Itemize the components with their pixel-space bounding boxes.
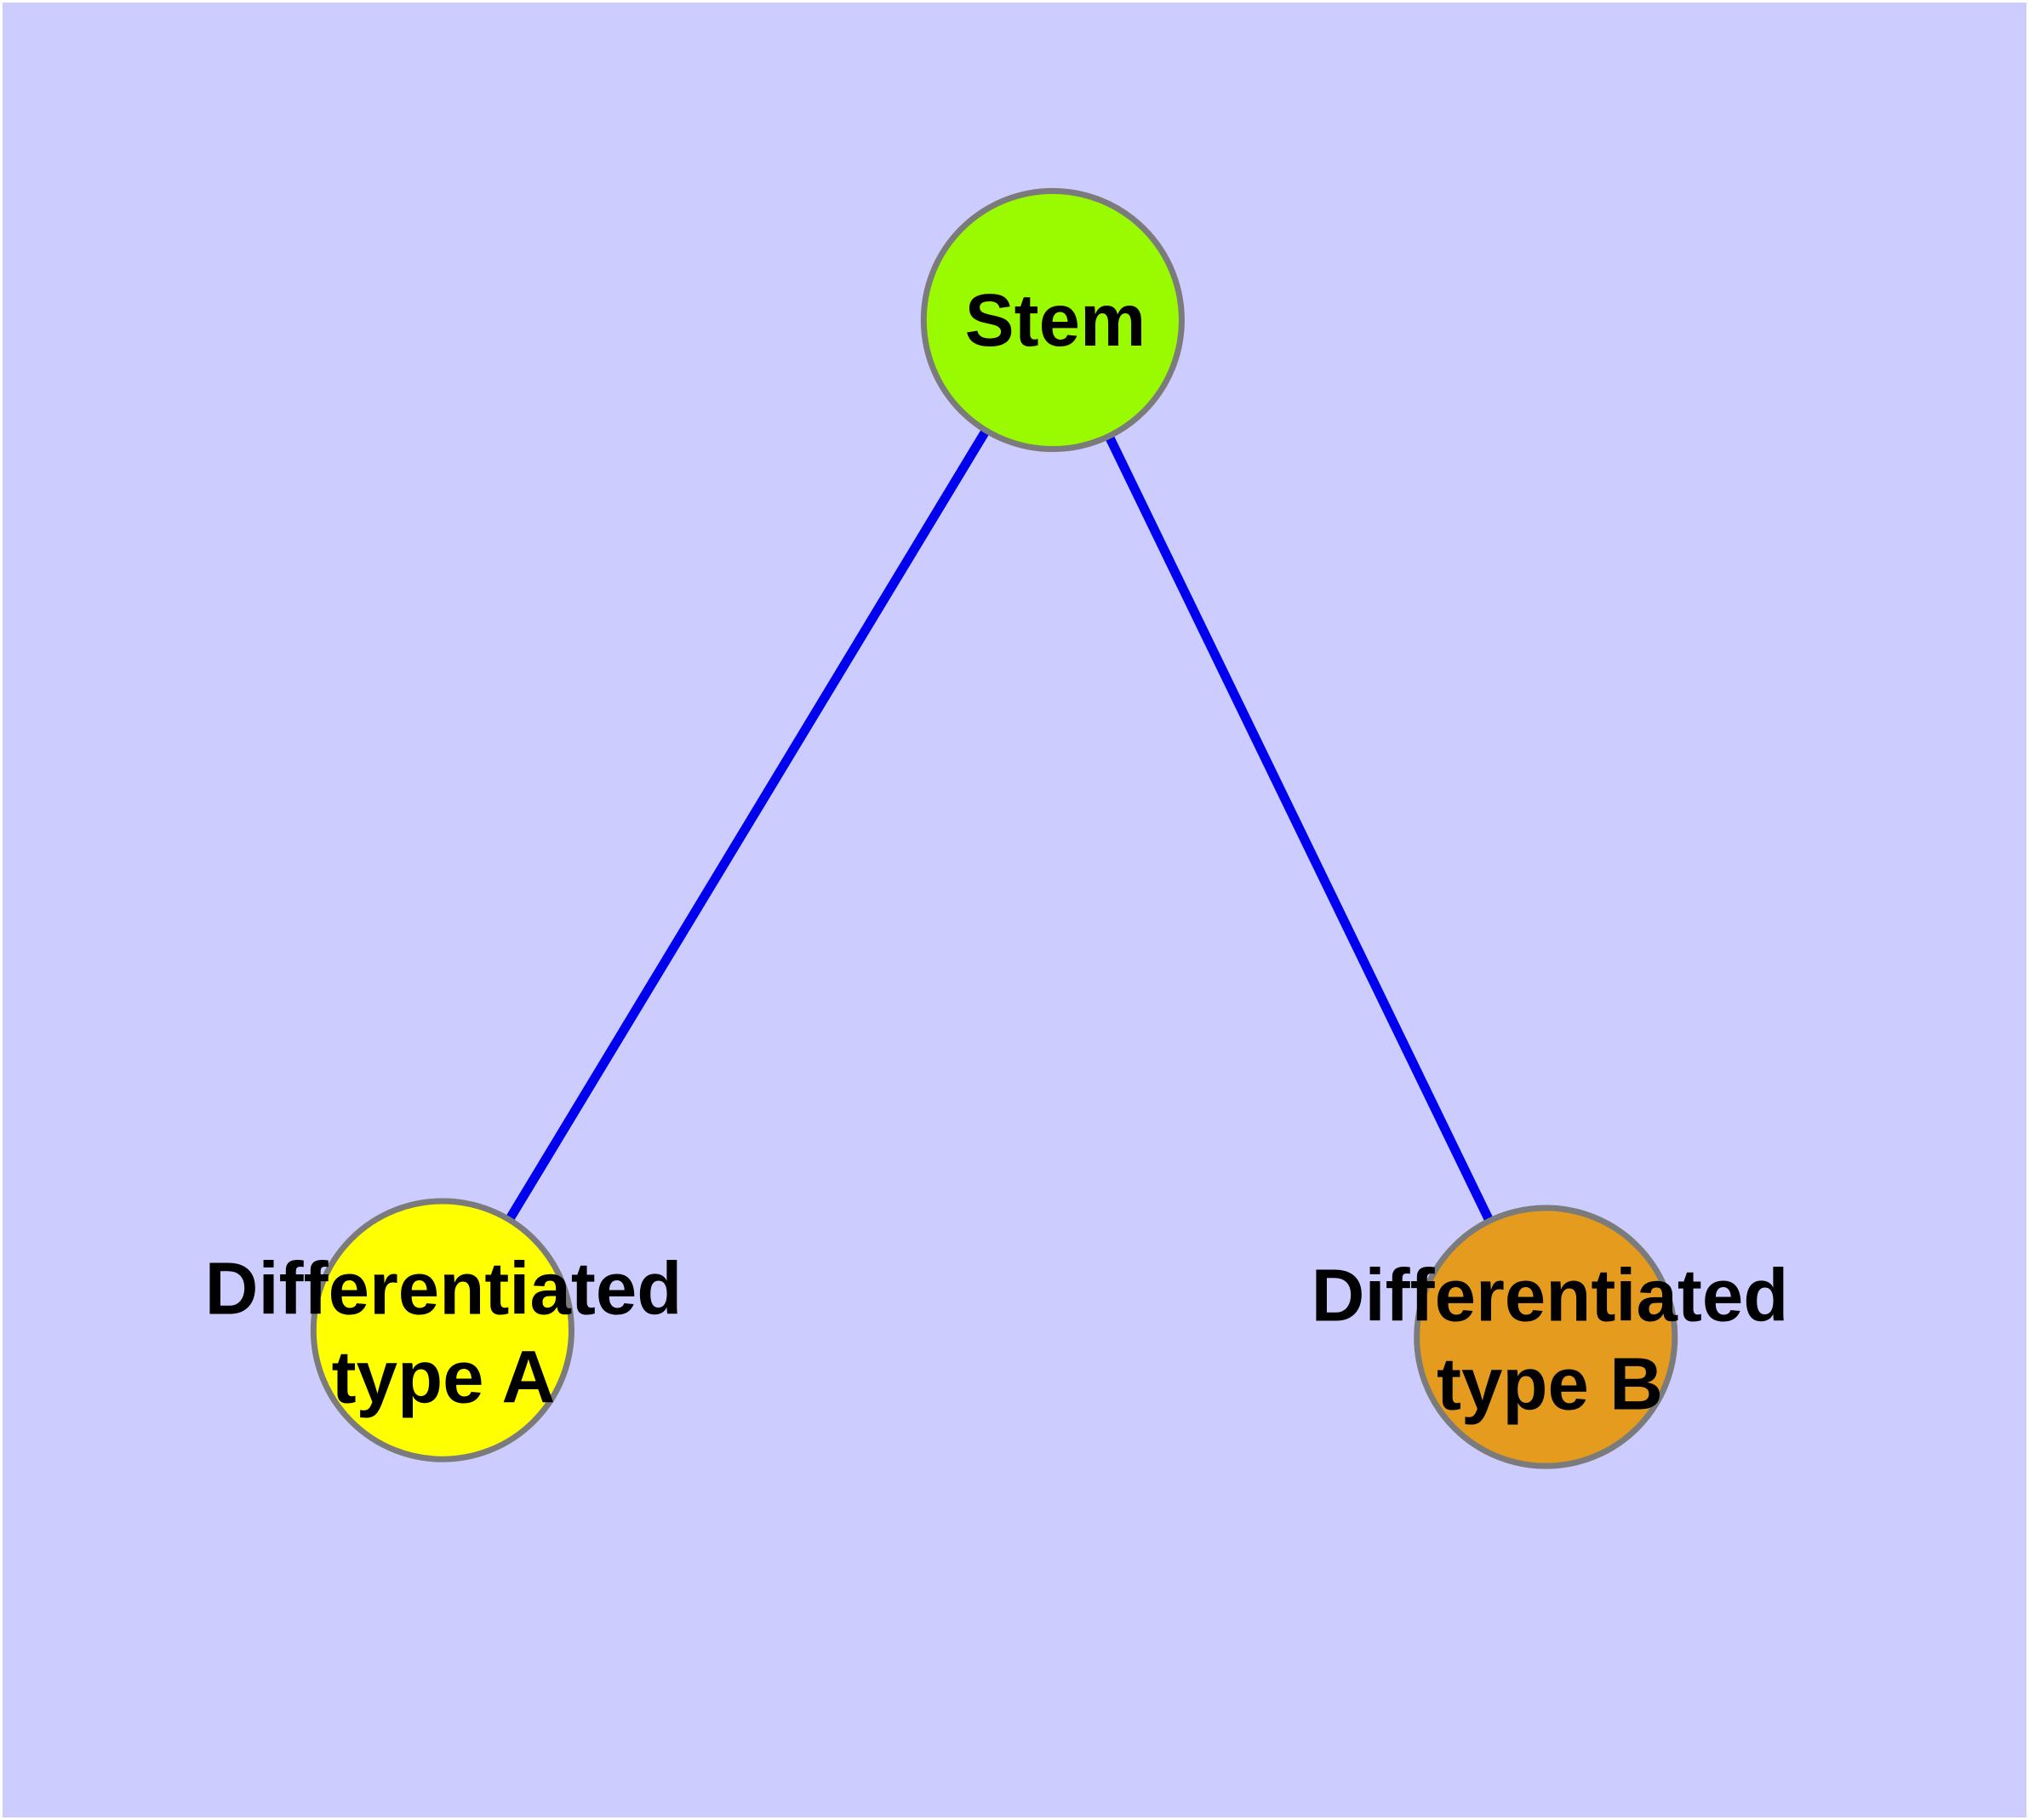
- edge-stem-type-b: [1048, 318, 1551, 1339]
- node-stem-circle: [920, 187, 1185, 453]
- node-type-a-circle: [310, 1198, 574, 1462]
- node-type-b-circle: [1414, 1205, 1678, 1469]
- edge-stem-type-a: [438, 318, 1057, 1333]
- graph-svg: [310, 187, 1678, 1469]
